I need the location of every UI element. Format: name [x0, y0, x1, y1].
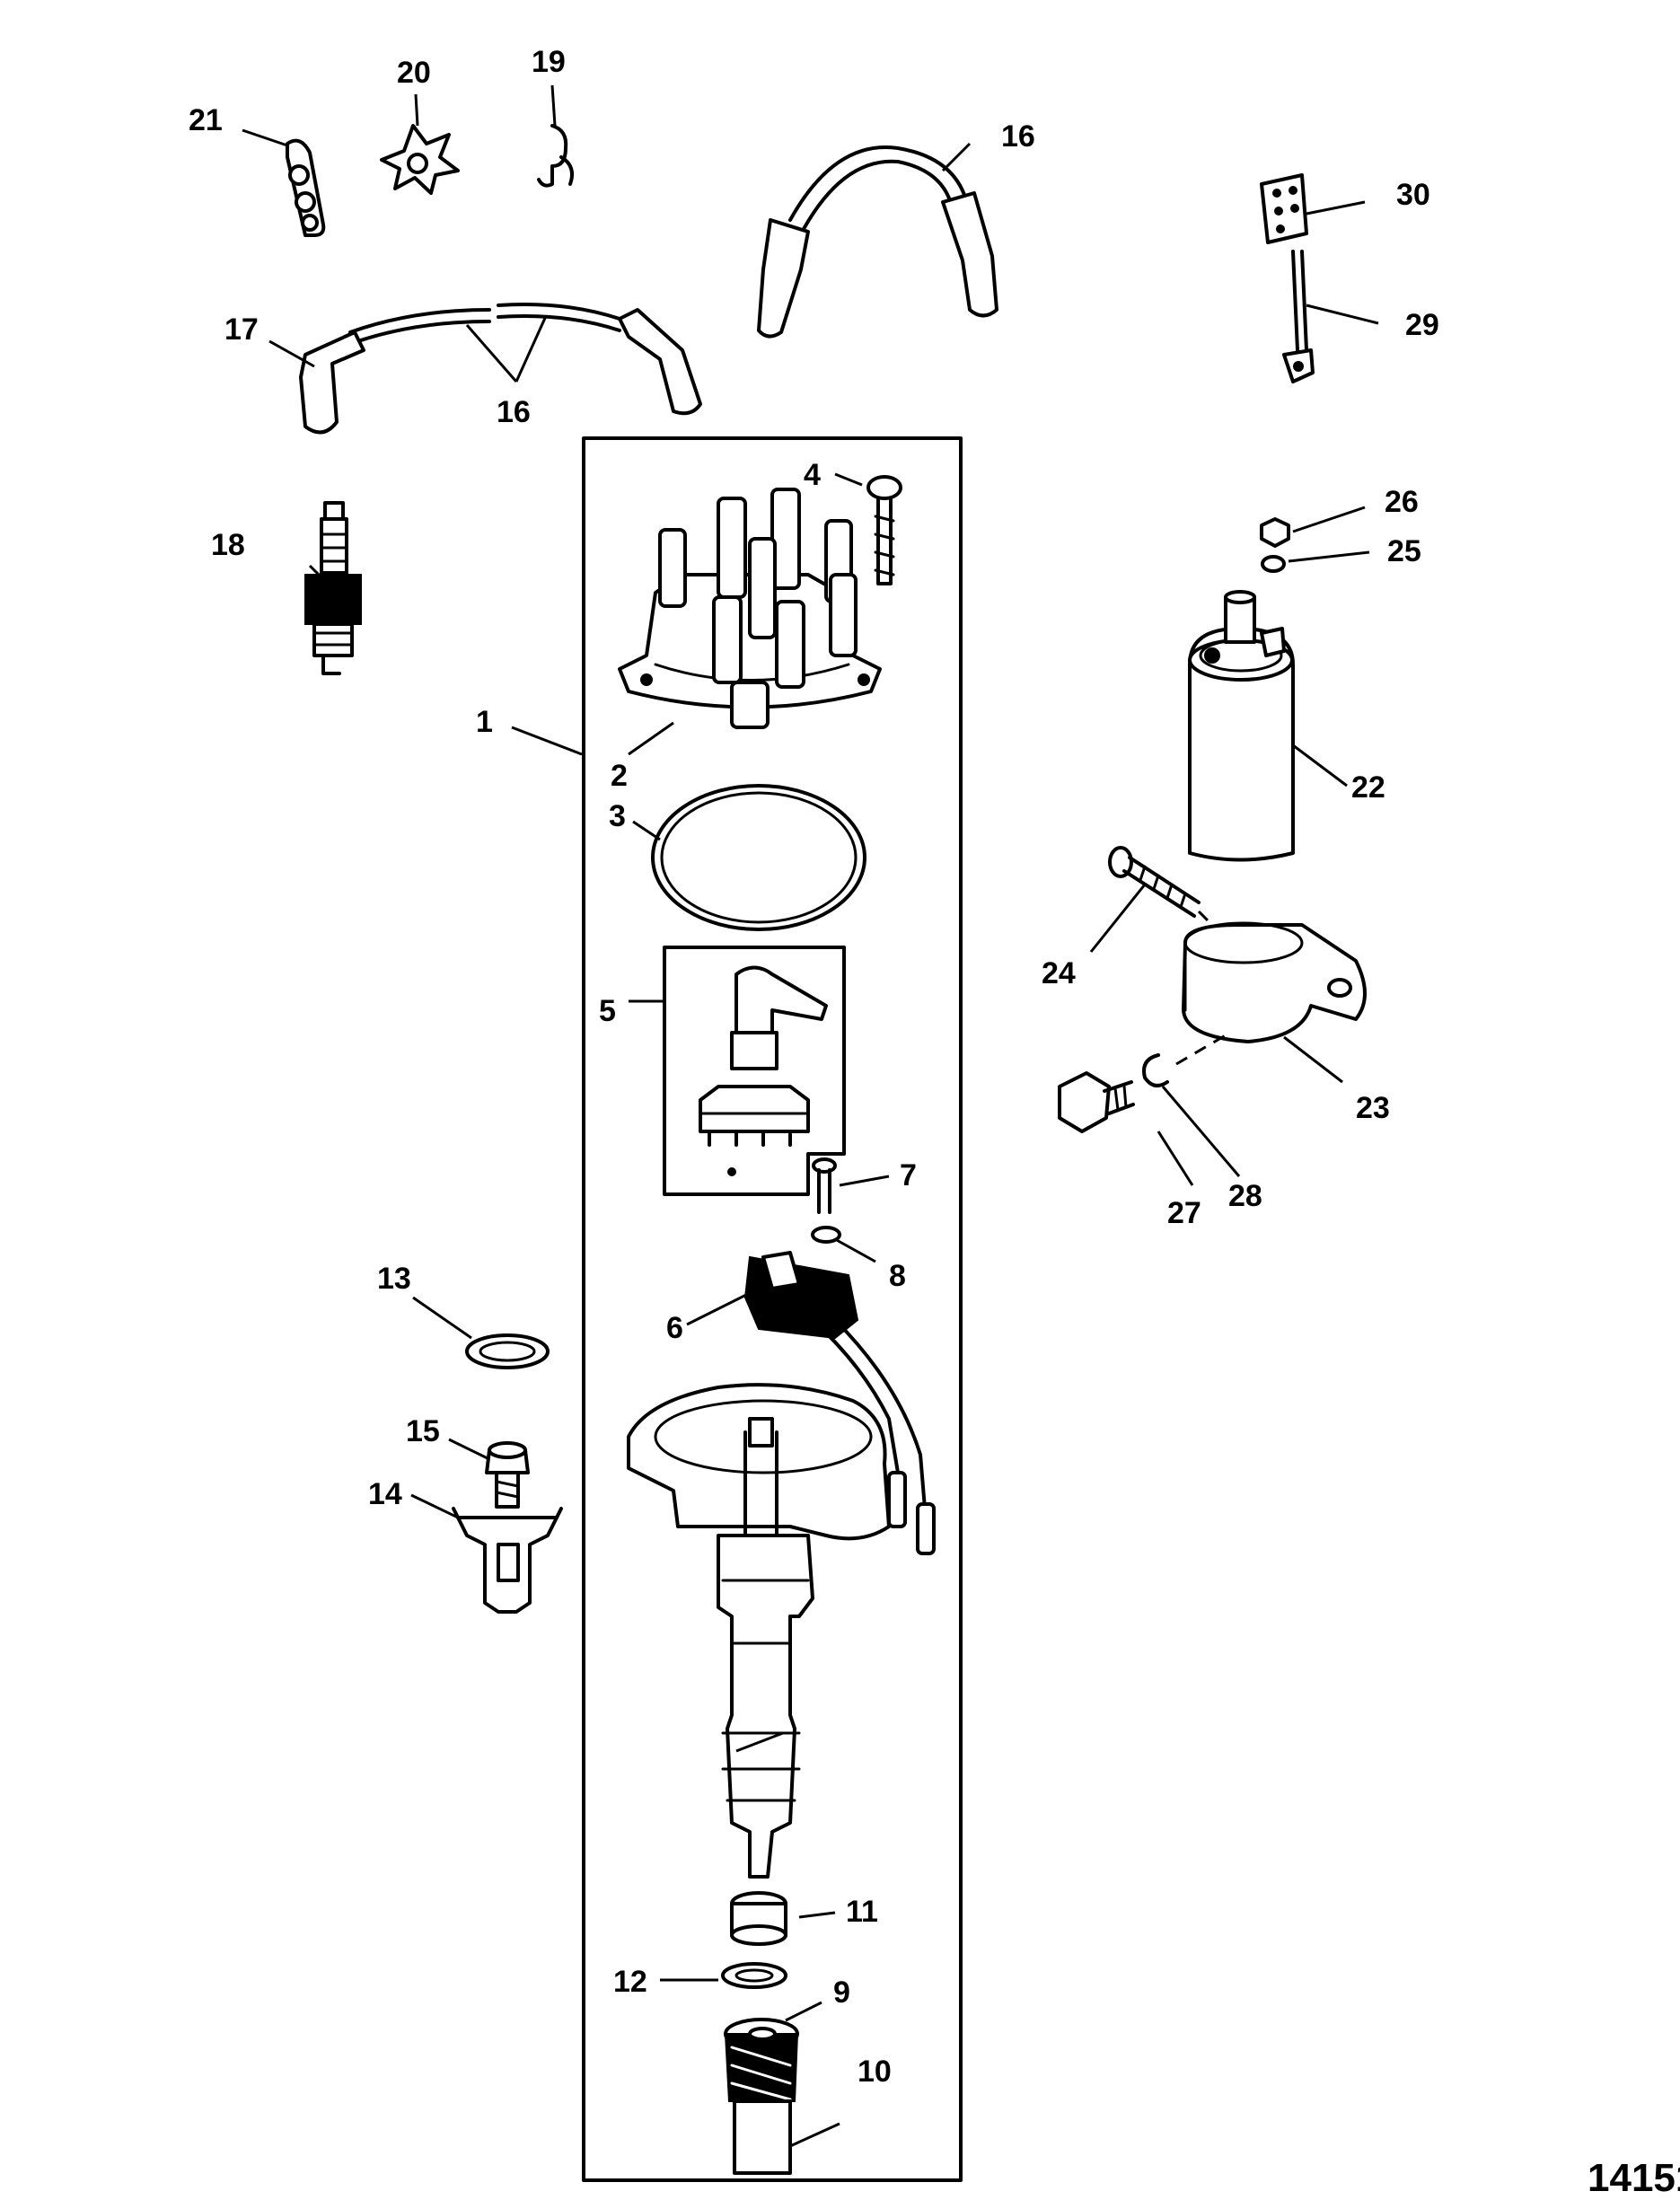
callout-21: 21: [189, 103, 223, 137]
callout-16-short-wire: 16: [1001, 119, 1035, 154]
ground-strap-29: [1282, 250, 1315, 383]
assembly-line-washer: [1175, 1031, 1231, 1066]
callout-28: 28: [1228, 1179, 1262, 1213]
callout-22: 22: [1351, 770, 1385, 805]
callout-4: 4: [804, 458, 821, 492]
callout-10: 10: [858, 2055, 892, 2089]
callout-8: 8: [889, 1259, 906, 1293]
callout-18: 18: [211, 528, 245, 562]
callout-5: 5: [599, 994, 616, 1028]
callout-23: 23: [1356, 1091, 1390, 1125]
wire-clip-19: [537, 124, 574, 188]
coil-bracket: [1182, 921, 1367, 1043]
callout-11: 11: [846, 1895, 878, 1929]
callout-2: 2: [611, 759, 628, 793]
leader-lines: [242, 84, 1379, 2148]
distributor-housing: [627, 1383, 936, 1879]
callout-27: 27: [1167, 1196, 1201, 1230]
callout-7: 7: [900, 1158, 917, 1192]
pickup-washer: [811, 1226, 841, 1244]
callout-16-long-wire: 16: [497, 395, 531, 429]
shaft-bushing: [730, 1891, 787, 1946]
callout-6: 6: [666, 1311, 683, 1345]
callout-13: 13: [377, 1262, 411, 1296]
ignition-module: [743, 1251, 927, 1510]
coil-nut: [1260, 517, 1290, 548]
distributor-cap: [618, 488, 882, 729]
callout-24: 24: [1042, 956, 1076, 990]
callout-15: 15: [406, 1414, 440, 1448]
assembly-line-bracket: [1197, 910, 1214, 927]
spark-plug-wire-long: [299, 303, 702, 435]
ignition-coil: [1188, 590, 1295, 862]
spark-plug-wire-short: [757, 145, 998, 339]
callout-12: 12: [613, 1965, 647, 1999]
callout-3: 3: [609, 799, 626, 833]
base-gasket: [465, 1333, 550, 1369]
shaft-washer: [721, 1962, 787, 1989]
callout-9: 9: [833, 1976, 850, 2010]
callout-19: 19: [532, 45, 566, 79]
callout-26: 26: [1385, 485, 1419, 519]
star-clip-20: [380, 124, 460, 195]
callout-30: 30: [1396, 178, 1430, 212]
cap-screw: [866, 475, 902, 585]
spark-plug: [304, 501, 362, 675]
hold-down-clamp: [452, 1507, 563, 1614]
wire-bracket-30: [1260, 173, 1308, 244]
bracket-bolt: [1108, 846, 1201, 918]
pickup-screw: [812, 1157, 837, 1214]
drive-gear: [724, 2018, 799, 2175]
clamp-bolt: [485, 1441, 530, 1509]
cap-gasket: [651, 784, 866, 931]
callout-1: 1: [476, 705, 493, 739]
rotor-kit-box: [663, 946, 846, 1196]
callout-20: 20: [397, 56, 431, 90]
mount-bolt: [1058, 1071, 1135, 1133]
coil-lock-washer: [1261, 555, 1286, 573]
mount-washer: [1142, 1053, 1169, 1087]
callout-14: 14: [368, 1477, 402, 1511]
wire-separator-21: [286, 138, 326, 237]
callout-29: 29: [1405, 308, 1439, 342]
callout-17: 17: [224, 312, 259, 347]
distributor-assembly-frame: [582, 436, 963, 2182]
callout-25: 25: [1387, 534, 1421, 568]
